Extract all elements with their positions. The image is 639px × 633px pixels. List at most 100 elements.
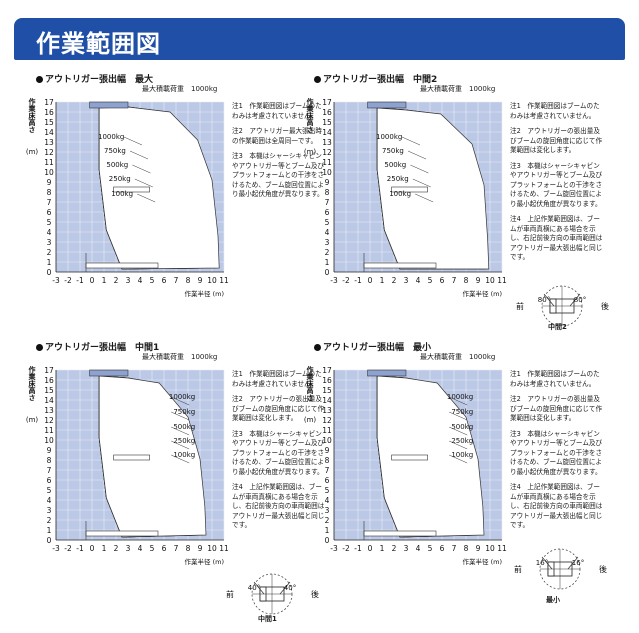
platform-top — [367, 369, 407, 377]
y-axis-title: 作業床高さ — [306, 97, 315, 134]
leader-line — [134, 178, 153, 188]
outrigger-angle-diagram: 40°40°前後 — [226, 573, 319, 615]
y-tick-label: 7 — [325, 466, 330, 475]
y-tick-label: 11 — [44, 426, 54, 435]
vehicle-base — [363, 262, 437, 269]
y-tick-label: 0 — [47, 536, 52, 545]
y-tick-label: 13 — [322, 406, 332, 415]
y-tick-label: 5 — [325, 486, 330, 495]
boom-step — [391, 186, 428, 193]
range-envelope-1000kg — [98, 375, 207, 538]
range-envelope-1000kg — [376, 107, 490, 270]
leader-line — [132, 164, 151, 174]
y-tick-label: 16 — [44, 376, 54, 385]
y-tick-label: 4 — [325, 228, 330, 237]
notes: 注1 作業範囲図はブームのたわみは考慮されていません。注2 アウトリガー最大張出… — [232, 102, 325, 198]
load-label: 500kg — [106, 161, 128, 169]
y-tick-label: 13 — [44, 138, 54, 147]
rear-label: 後 — [311, 589, 319, 599]
title-banner: 作業範囲図 — [14, 18, 625, 60]
y-tick-label: 2 — [325, 516, 330, 525]
y-tick-label: 17 — [44, 366, 54, 375]
x-tick-label: 1 — [102, 276, 107, 285]
front-label: 前 — [226, 589, 234, 599]
y-tick-label: 10 — [44, 436, 54, 445]
leader-line — [171, 411, 190, 421]
y-tick-label: 12 — [322, 148, 332, 157]
y-tick-label: 16 — [322, 376, 332, 385]
boom-step — [113, 186, 150, 193]
y-tick-label: 2 — [325, 248, 330, 257]
x-tick-label: 2 — [392, 276, 397, 285]
range-envelope-1000kg — [98, 106, 220, 270]
rear-label: 後 — [601, 301, 609, 311]
x-tick-label: 8 — [186, 276, 191, 285]
x-tick-label: 1 — [380, 544, 385, 553]
y-tick-label: 6 — [325, 208, 330, 217]
y-tick-label: 8 — [47, 188, 52, 197]
front-label: 前 — [516, 301, 524, 311]
x-tick-label: -1 — [76, 544, 84, 553]
y-tick-label: 11 — [44, 158, 54, 167]
y-tick-label: 13 — [44, 406, 54, 415]
y-tick-label: 5 — [47, 486, 52, 495]
x-tick-label: -2 — [342, 544, 350, 553]
notes: 注1 作業範囲図はブームのたわみは考慮されていません。注2 アウトリガーの張出量… — [510, 102, 603, 261]
x-tick-label: 4 — [138, 544, 143, 553]
y-tick-label: 0 — [325, 268, 330, 277]
leader-line — [137, 193, 156, 203]
front-label: 前 — [514, 564, 522, 574]
x-tick-label: 11 — [497, 544, 507, 553]
angle-line — [567, 556, 579, 570]
y-axis-unit: (m) — [304, 416, 317, 424]
leader-line — [449, 440, 468, 450]
x-tick-label: -2 — [64, 276, 72, 285]
vehicle-base — [363, 530, 437, 537]
load-label: 250kg — [451, 437, 473, 445]
y-tick-label: 12 — [44, 416, 54, 425]
x-tick-label: -3 — [52, 544, 60, 553]
y-tick-label: 3 — [325, 506, 330, 515]
x-tick-label: -1 — [354, 544, 362, 553]
x-tick-label: 10 — [485, 544, 495, 553]
x-tick-label: 11 — [219, 544, 229, 553]
x-tick-label: 10 — [207, 544, 217, 553]
x-tick-label: 8 — [464, 544, 469, 553]
y-tick-label: 15 — [322, 386, 332, 395]
y-axis-title: 作業床高さ — [28, 365, 37, 402]
leader-line — [129, 150, 149, 160]
y-tick-label: 3 — [325, 238, 330, 247]
diagram-caption: 最小 — [546, 596, 560, 604]
x-tick-label: -3 — [330, 276, 338, 285]
angle-line — [543, 293, 555, 307]
y-tick-label: 7 — [47, 466, 52, 475]
max-load: 最大積載荷重 1000kg — [142, 85, 218, 93]
angle-front: 80° — [538, 296, 550, 304]
x-tick-label: 0 — [368, 544, 373, 553]
leader-line — [407, 150, 427, 160]
x-tick-label: 3 — [404, 544, 409, 553]
x-tick-label: 9 — [198, 276, 203, 285]
leader-line — [449, 411, 468, 421]
load-label: 750kg — [104, 147, 126, 155]
x-tick-label: 5 — [150, 544, 155, 553]
x-tick-label: 4 — [416, 276, 421, 285]
page-title: 作業範囲図 — [36, 30, 161, 58]
angle-front: 40° — [248, 584, 260, 592]
outrigger-angle-diagram: 16°16°前後 — [514, 548, 607, 590]
y-tick-label: 13 — [322, 138, 332, 147]
vehicle-base — [85, 530, 159, 537]
max-load: 最大積載荷重 1000kg — [142, 353, 218, 361]
y-tick-label: 9 — [47, 178, 52, 187]
x-tick-label: 9 — [198, 544, 203, 553]
x-tick-label: 10 — [485, 276, 495, 285]
y-tick-label: 3 — [47, 238, 52, 247]
leader-line — [401, 136, 421, 146]
load-label: 100kg — [111, 190, 133, 198]
y-tick-label: 14 — [322, 396, 332, 405]
load-label: 100kg — [389, 190, 411, 198]
angle-line — [541, 556, 553, 570]
